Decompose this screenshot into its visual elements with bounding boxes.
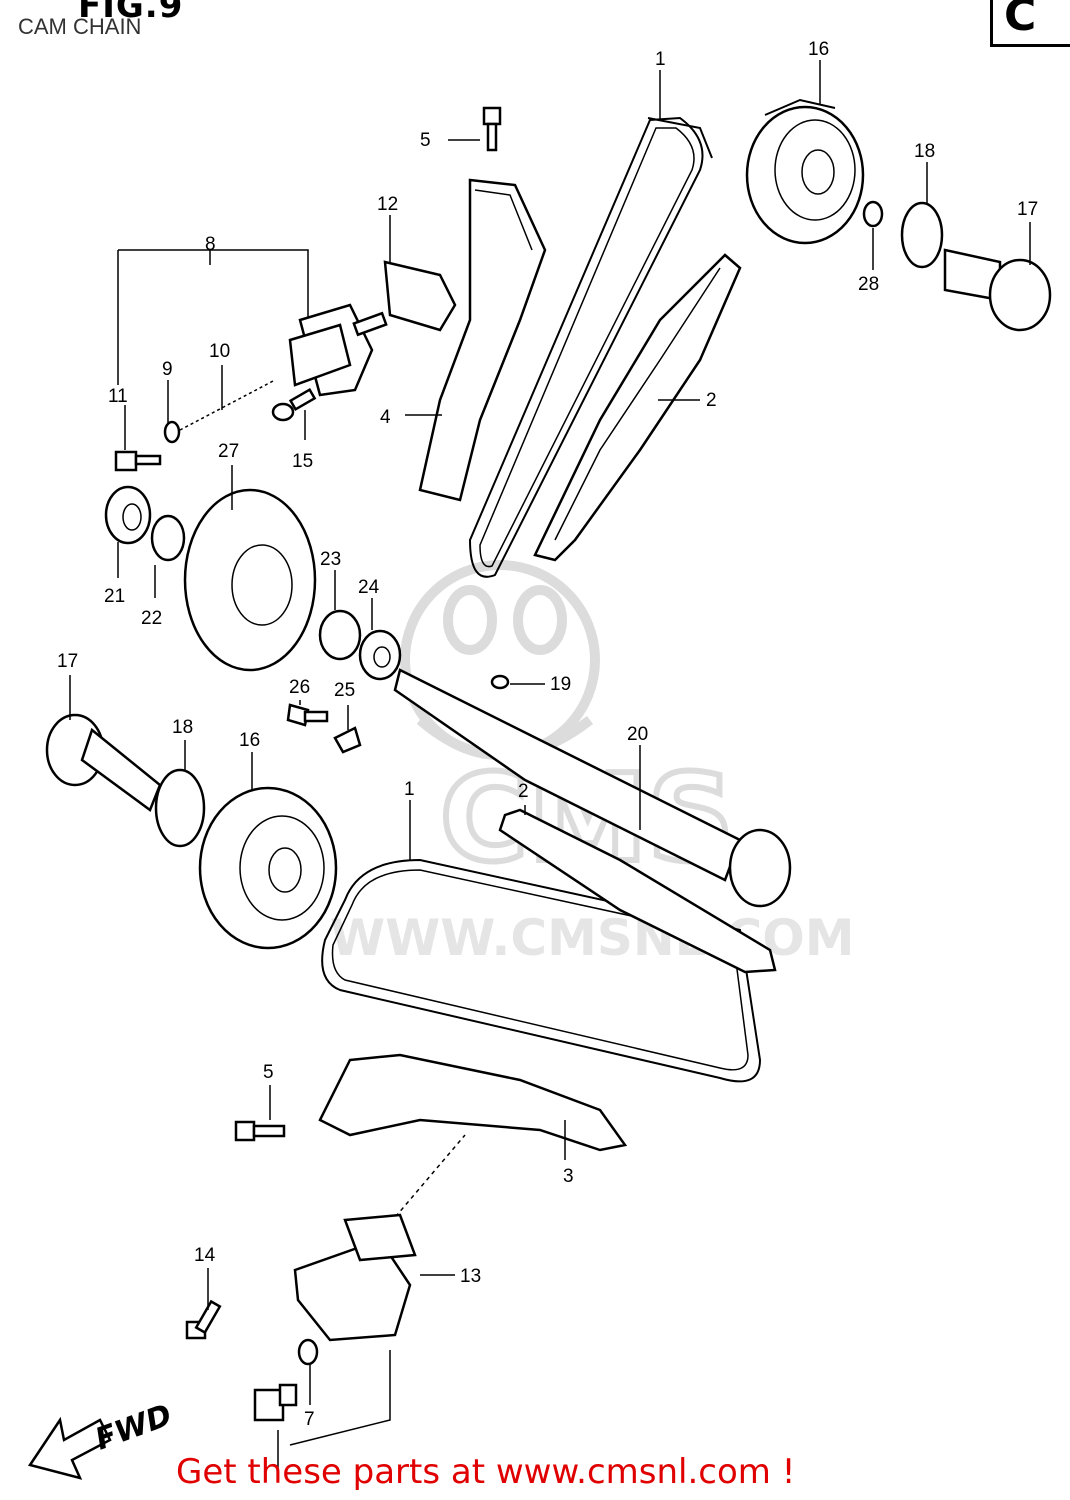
callout-26: 26 [289, 677, 310, 698]
o-ring-18-upper [900, 201, 944, 269]
tensioner-rail-lower [498, 808, 777, 974]
callout-1-top: 1 [655, 49, 666, 70]
chain-guide-upper [418, 178, 547, 502]
section-box [990, 0, 1070, 47]
callout-12: 12 [377, 194, 398, 215]
callout-22: 22 [141, 608, 162, 629]
shaft-17-left [45, 713, 162, 812]
callout-13: 13 [460, 1266, 481, 1287]
page-heading: CAM CHAIN [18, 14, 142, 39]
shaft-17-upper [943, 248, 1052, 332]
callout-18-left: 18 [172, 717, 193, 738]
washer-7 [297, 1338, 319, 1366]
callout-5-top: 5 [420, 130, 431, 151]
footer-cta-link[interactable]: Get these parts at www.cmsnl.com ! [176, 1452, 796, 1492]
callout-16-top: 16 [808, 39, 829, 60]
callout-24: 24 [358, 577, 380, 598]
key-19 [490, 674, 510, 690]
fwd-label: FWD [91, 1398, 177, 1458]
spring-10 [179, 379, 276, 431]
o-ring-18-left [154, 768, 206, 848]
callout-8: 8 [205, 234, 216, 255]
callout-2-mid: 2 [518, 781, 529, 802]
bearing-24 [358, 629, 402, 681]
callout-28: 28 [858, 274, 879, 295]
figure-title: FIG.9 [78, 0, 184, 26]
section-letter: C [1004, 0, 1037, 41]
callout-7: 7 [304, 1409, 315, 1430]
callout-16-left: 16 [239, 730, 260, 751]
callout-1-mid: 1 [404, 779, 415, 800]
washer-28 [862, 200, 884, 228]
callout-27: 27 [218, 441, 239, 462]
callout-9: 9 [162, 359, 173, 380]
tensioner-rail-upper [533, 253, 742, 562]
callout-4: 4 [380, 407, 391, 428]
bolt-5-lower [234, 1120, 286, 1142]
gear-27 [183, 488, 317, 672]
callout-18-top: 18 [914, 141, 935, 162]
callout-23: 23 [320, 549, 341, 570]
bolt-15 [271, 387, 317, 422]
fwd-direction-marker: FWD [27, 1398, 177, 1480]
bolt-26 [286, 703, 329, 727]
plate-25 [333, 726, 362, 754]
callout-15: 15 [292, 451, 313, 472]
callout-10: 10 [209, 341, 230, 362]
leader-lines [69, 60, 1031, 1470]
cam-chain-lower [321, 858, 762, 1083]
callout-14: 14 [194, 1245, 216, 1266]
callout-3: 3 [563, 1166, 574, 1187]
callout-11: 11 [108, 386, 128, 407]
bolt-14 [185, 1299, 222, 1340]
callout-17-left: 17 [57, 651, 78, 672]
callout-2-top: 2 [706, 390, 717, 411]
callout-20: 20 [627, 724, 648, 745]
washer-9 [163, 420, 181, 444]
tensioner-assembly-8 [288, 303, 388, 397]
bearing-23 [318, 609, 362, 661]
cam-sprocket-left [198, 786, 338, 950]
callout-17-top: 17 [1017, 199, 1038, 220]
callout-21: 21 [104, 586, 125, 607]
plug-6 [253, 1383, 298, 1422]
shaft-20 [393, 668, 792, 908]
gasket-12 [383, 260, 457, 332]
bolt-11 [114, 450, 162, 472]
bearing-21 [104, 485, 152, 545]
callout-25: 25 [334, 680, 355, 701]
callout-19: 19 [550, 674, 571, 695]
bolt-5-upper [482, 106, 502, 152]
cam-chain-upper [468, 116, 713, 578]
seal-22 [150, 514, 186, 562]
tensioner-13 [293, 1134, 466, 1342]
cam-sprocket-upper [745, 98, 865, 245]
watermark-url: WWW.CMSNL.COM [330, 909, 855, 967]
callout-5-bottom: 5 [263, 1062, 274, 1083]
chain-guide-lower [318, 1053, 628, 1152]
